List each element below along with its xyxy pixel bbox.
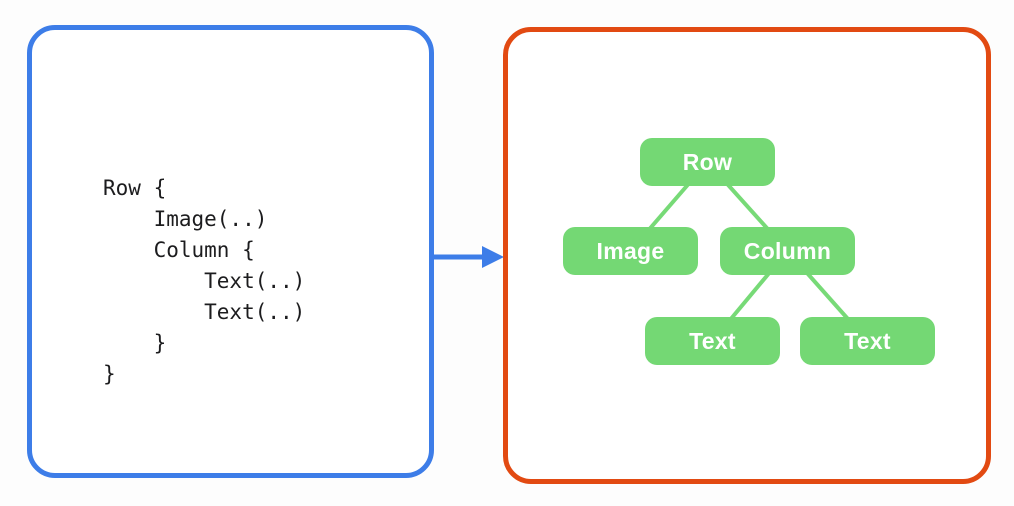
tree-node-text-2: Text — [800, 317, 935, 365]
arrow-right-icon — [432, 246, 504, 268]
tree-node-text-1: Text — [645, 317, 780, 365]
tree-node-row: Row — [640, 138, 775, 186]
tree-node-column: Column — [720, 227, 855, 275]
code-panel: Row { Image(..) Column { Text(..) Text(.… — [27, 25, 434, 478]
code-text: Row { Image(..) Column { Text(..) Text(.… — [103, 176, 306, 386]
tree-node-image: Image — [563, 227, 698, 275]
tree-panel: Row Image Column Text Text — [503, 27, 991, 484]
